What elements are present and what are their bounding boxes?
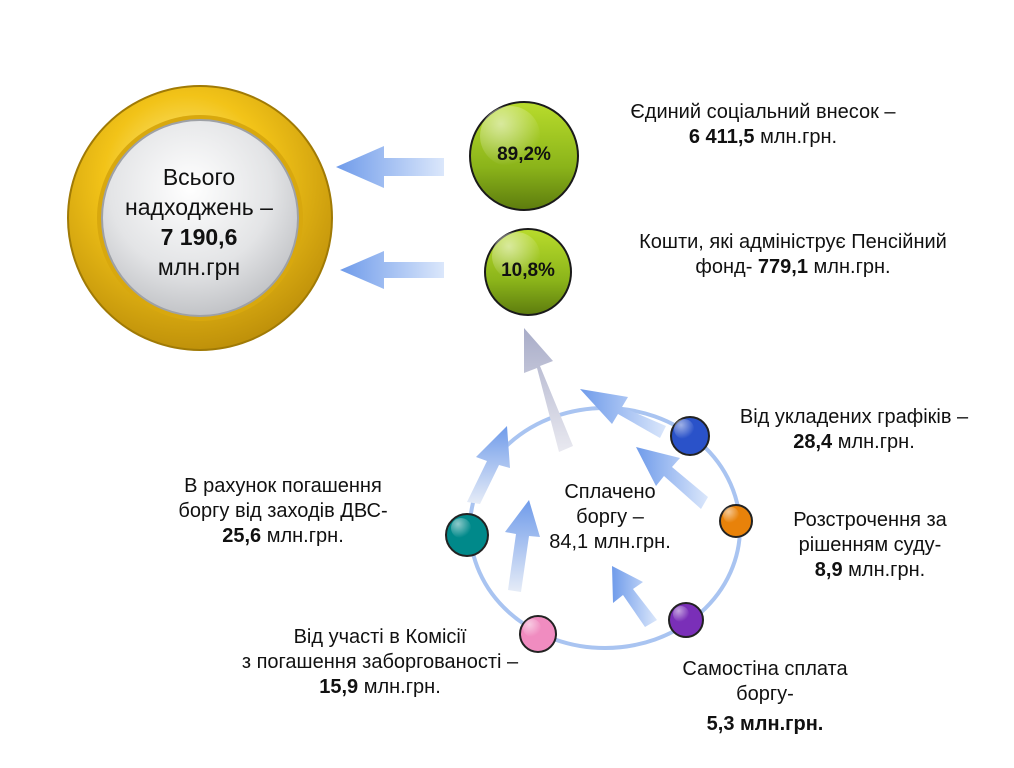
debt-label: Сплачено боргу – 84,1 млн.грн. — [530, 480, 690, 555]
esv-unit: млн.грн. — [760, 126, 838, 148]
commission-line2: з погашення заборгованості – — [241, 651, 519, 673]
arrow-installments — [636, 447, 708, 509]
pf-label-line1: Кошти, які адмініструє Пенсійний — [639, 231, 947, 253]
arrow-esv-to-total — [336, 146, 444, 188]
total-unit: млн.грн — [157, 254, 241, 280]
arrow-self-payment — [612, 566, 657, 627]
installments-dot-shine — [723, 507, 739, 523]
schedules-label: Від укладених графіків – 28,4 млн.грн. — [714, 405, 994, 455]
pf-ball-shine — [492, 232, 540, 280]
dvs-label: В рахунок погашення боргу від заходів ДВ… — [148, 474, 418, 549]
esv-label: Єдиний соціальний внесок – 6 411,5 млн.г… — [598, 100, 928, 150]
schedules-line2: 28,4 млн.грн. — [714, 430, 994, 455]
esv-percent: 89,2% — [497, 144, 551, 165]
total-line2: надходжень – — [125, 194, 273, 220]
dvs-line3: 25,6 млн.грн. — [148, 524, 418, 549]
total-amount: 7 190,6 — [160, 224, 238, 250]
esv-amount: 6 411,5 — [688, 126, 755, 148]
self-payment-unit: млн.грн. — [740, 713, 824, 735]
self-payment-line2: боргу- — [736, 683, 794, 705]
ring-arrows — [467, 389, 708, 627]
installments-line3: 8,9 млн.грн. — [770, 558, 970, 583]
dvs-amount: 25,6 — [222, 525, 262, 547]
pf-label: Кошти, які адмініструє Пенсійний фонд- 7… — [608, 230, 978, 280]
debt-line2: боргу – — [576, 506, 644, 528]
arrow-pf-to-total — [340, 251, 444, 289]
dvs-dot-shine — [451, 518, 471, 538]
installments-line1: Розстрочення за — [793, 509, 947, 531]
arrow-schedules — [580, 389, 666, 438]
schedules-dot-shine — [674, 419, 694, 439]
self-payment-dot-shine — [673, 606, 689, 622]
installments-unit: млн.грн. — [848, 559, 926, 581]
pf-label-prefix: фонд- — [695, 256, 753, 278]
commission-line3: 15,9 млн.грн. — [215, 675, 545, 700]
debt-line1: Сплачено — [564, 481, 656, 503]
component-dots — [445, 416, 753, 653]
self-payment-line1: Самостіна сплата — [682, 658, 848, 680]
installments-label: Розстрочення за рішенням суду- 8,9 млн.г… — [770, 508, 970, 583]
esv-ball-shine — [480, 106, 540, 166]
total-line1: Всього — [162, 164, 236, 190]
schedules-amount: 28,4 — [793, 431, 833, 453]
esv-label-line1: Єдиний соціальний внесок – — [630, 101, 896, 123]
debt-line3: 84,1 млн.грн. — [549, 531, 671, 553]
pf-percent: 10,8% — [501, 260, 555, 281]
arrow-commission — [505, 500, 540, 592]
pf-label-line2: фонд- 779,1 млн.грн. — [608, 255, 978, 280]
pf-amount: 779,1 — [757, 256, 808, 278]
arrow-debt-to-pf — [524, 328, 573, 452]
total-circle — [67, 85, 333, 351]
self-payment-label: Самостіна сплата боргу- 5,3 млн.грн. — [660, 657, 870, 737]
schedules-line1: Від укладених графіків – — [739, 406, 969, 428]
dvs-unit: млн.грн. — [266, 525, 344, 547]
commission-line1: Від участі в Комісії — [293, 626, 467, 648]
schedules-unit: млн.грн. — [837, 431, 915, 453]
commission-amount: 15,9 — [319, 676, 359, 698]
self-payment-line3: 5,3 млн.грн. — [660, 712, 870, 737]
commission-unit: млн.грн. — [363, 676, 441, 698]
pf-unit: млн.грн. — [813, 256, 891, 278]
dvs-line2: боргу від заходів ДВС- — [178, 500, 388, 522]
total-label: Всього надходжень – 7 190,6 млн.грн — [104, 162, 294, 282]
commission-dot-shine — [523, 619, 541, 637]
self-payment-amount: 5,3 — [706, 713, 735, 735]
installments-amount: 8,9 — [814, 559, 843, 581]
installments-line2: рішенням суду- — [798, 534, 942, 556]
esv-label-line2: 6 411,5 млн.грн. — [598, 125, 928, 150]
arrow-dvs — [467, 426, 510, 504]
dvs-line1: В рахунок погашення — [184, 475, 382, 497]
commission-label: Від участі в Комісії з погашення заборго… — [215, 625, 545, 700]
